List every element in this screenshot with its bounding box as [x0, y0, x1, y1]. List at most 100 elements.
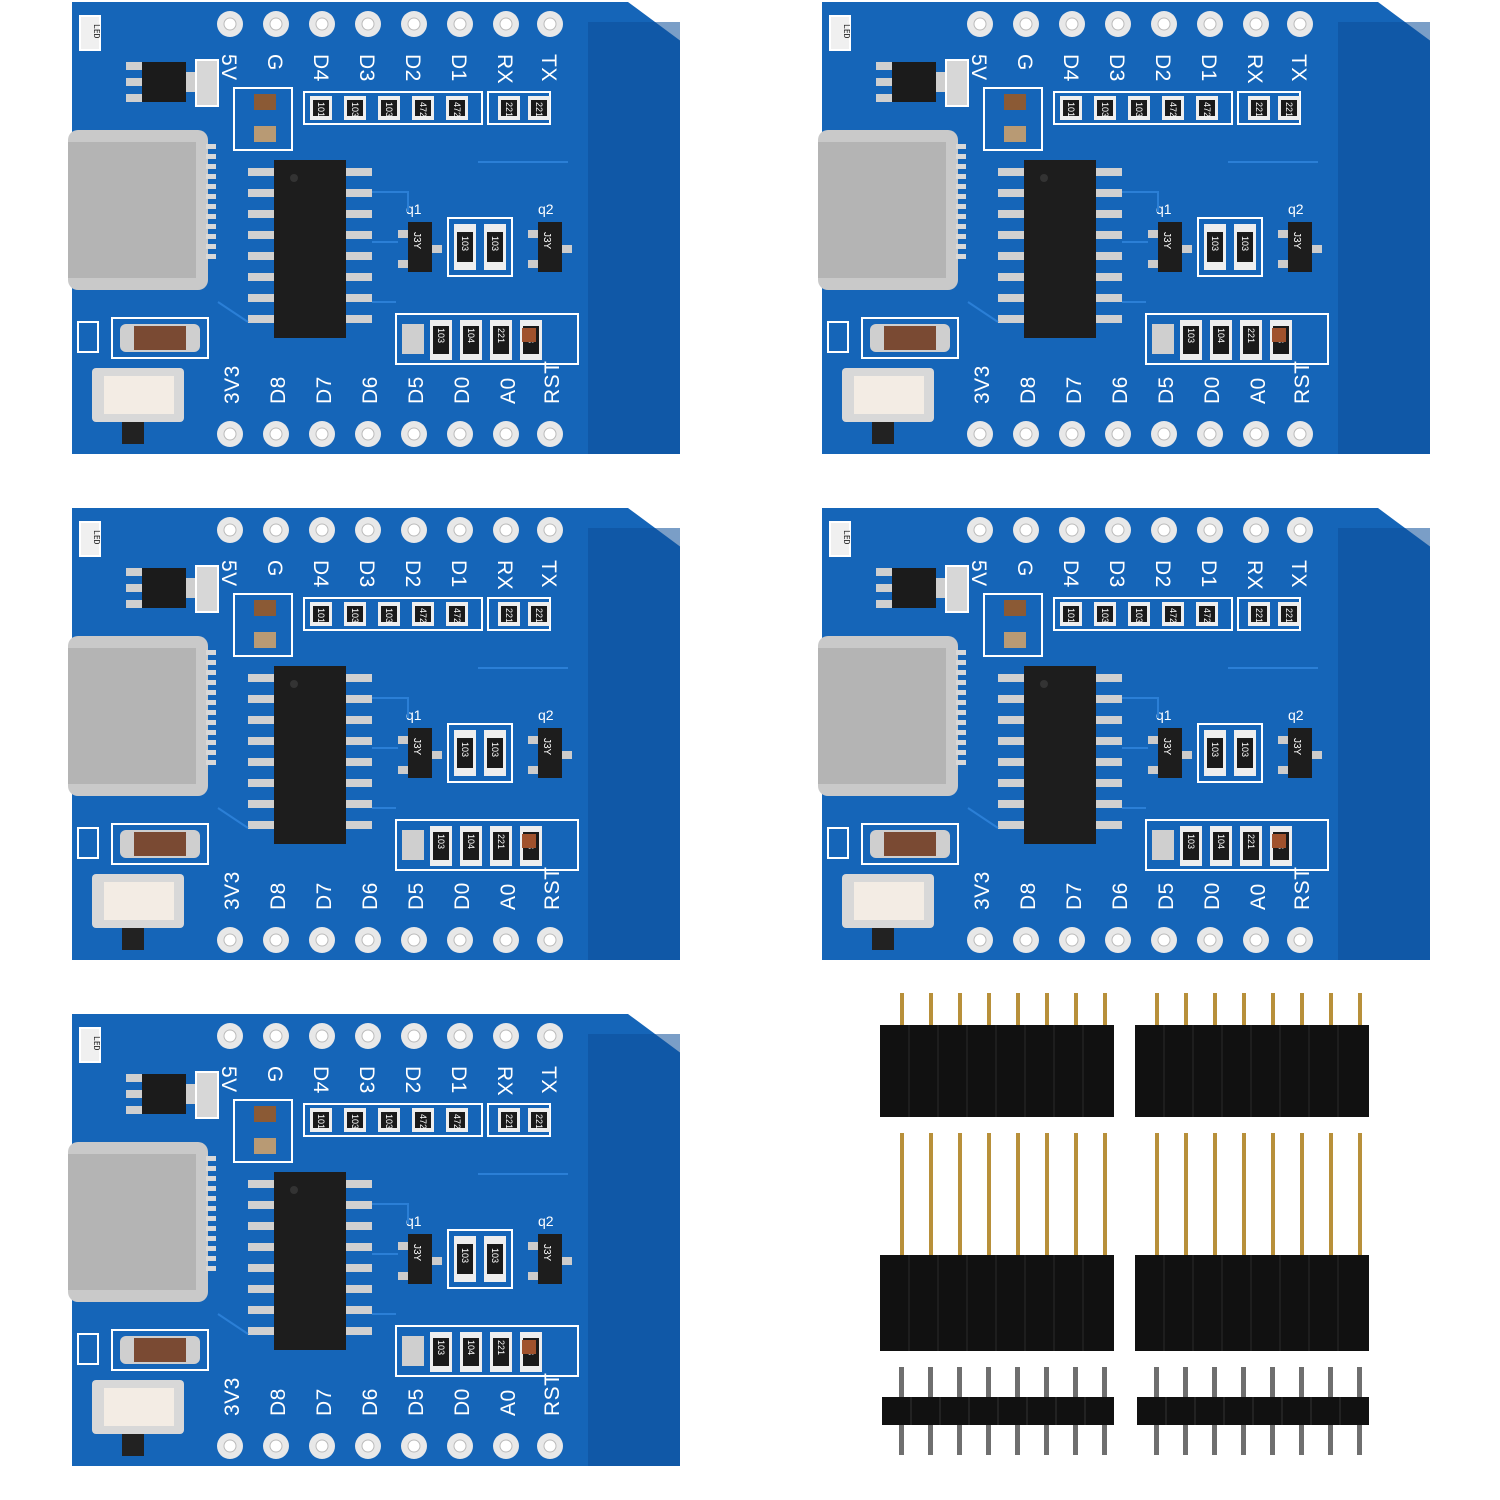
- resistor-body: [463, 832, 479, 860]
- silk-box: [233, 87, 293, 151]
- resistor-body: [433, 832, 449, 860]
- female-header-long: [880, 1255, 1114, 1351]
- pin-label-top: 5V: [217, 54, 240, 81]
- transistor-q2: [1288, 728, 1312, 778]
- silk-box: [447, 723, 513, 783]
- pin-hole-center: [223, 1439, 237, 1453]
- pin-label-top: RX: [493, 1066, 516, 1096]
- led: [79, 1027, 101, 1063]
- pin-label-bottom: A0: [1247, 377, 1270, 404]
- pin-label-top: RX: [1243, 54, 1266, 84]
- transistor-q1: [408, 1234, 432, 1284]
- usb-c-pin: [956, 224, 966, 229]
- pin-label-top: D4: [1059, 560, 1082, 588]
- usb-c-pin: [206, 1186, 216, 1191]
- usb-c-pin: [206, 1196, 216, 1201]
- pin-hole-center: [543, 523, 557, 537]
- pin-label-top: D1: [1197, 54, 1220, 82]
- pin-label-bottom: D6: [359, 882, 382, 910]
- usb-c-pin: [206, 214, 216, 219]
- pin-label-bottom: D6: [1109, 376, 1132, 404]
- pin-hole-center: [223, 1029, 237, 1043]
- regulator-leg: [126, 62, 142, 70]
- silk-box: [111, 317, 209, 359]
- resistor-body: [433, 326, 449, 354]
- silk-box: [111, 823, 209, 865]
- chip-leg-left: [248, 294, 274, 302]
- pin-hole-center: [1249, 523, 1263, 537]
- header-pin: [1329, 993, 1333, 1029]
- header-pin: [958, 993, 962, 1029]
- transistor-leg: [562, 1257, 572, 1265]
- chip-leg-left: [248, 1243, 274, 1251]
- transistor-leg: [528, 1242, 538, 1250]
- resistor-body: [381, 606, 397, 622]
- chip-leg-right: [1096, 716, 1122, 724]
- resistor-body: [463, 1338, 479, 1366]
- pin-hole-center: [407, 1029, 421, 1043]
- chip-leg-right: [346, 737, 372, 745]
- pin-label-bottom: D0: [1201, 376, 1224, 404]
- resistor-mark: 103: [1240, 236, 1250, 251]
- transistor-leg: [1148, 260, 1158, 268]
- resistor-mark: 221: [534, 1114, 544, 1129]
- usb-serial-chip: [1024, 160, 1096, 338]
- chip-leg-left: [248, 800, 274, 808]
- resistor-body: [313, 100, 329, 116]
- pin-label-top: D2: [1151, 560, 1174, 588]
- chip-leg-right: [346, 1264, 372, 1272]
- pin-label-bottom: 3V3: [221, 1377, 244, 1416]
- pin-hole-center: [1111, 17, 1125, 31]
- pin-label-bottom: D5: [1155, 376, 1178, 404]
- capacitor-brown: [1004, 94, 1026, 110]
- silk-box: [233, 593, 293, 657]
- pin-hole-center: [223, 523, 237, 537]
- chip-leg-right: [346, 800, 372, 808]
- pin-label-top: TX: [537, 560, 560, 588]
- usb-c-pin: [206, 1246, 216, 1251]
- pin-hole-center: [1249, 17, 1263, 31]
- pin-hole-center: [315, 1029, 329, 1043]
- resistor-body: [493, 832, 509, 860]
- chip-leg-right: [346, 168, 372, 176]
- usb-c-pin: [206, 650, 216, 655]
- pcb-trace: [967, 161, 1318, 323]
- pin-hole-center: [1293, 17, 1307, 31]
- resistor-mark: 221: [504, 102, 514, 117]
- led-red: [522, 328, 536, 342]
- pin-hole-center: [269, 933, 283, 947]
- chip-leg-left: [248, 716, 274, 724]
- chip-leg-right: [346, 1327, 372, 1335]
- capacitor-tan: [254, 1138, 276, 1154]
- chip-leg-right: [346, 252, 372, 260]
- regulator-leg: [876, 600, 892, 608]
- chip-leg-left: [998, 737, 1024, 745]
- pin-hole-center: [453, 17, 467, 31]
- antenna-area: [588, 22, 680, 454]
- transistor-leg: [398, 230, 408, 238]
- pin-hole-center: [973, 427, 987, 441]
- pin-label-bottom: D7: [313, 376, 336, 404]
- pin-hole-center: [453, 1439, 467, 1453]
- capacitor-tan: [1004, 632, 1026, 648]
- resistor-body: [531, 606, 547, 622]
- pin-hole-center: [361, 933, 375, 947]
- chip-dot: [1040, 174, 1048, 182]
- pin-label-bottom: 3V3: [221, 871, 244, 910]
- resistor-mark: 101: [1066, 608, 1076, 623]
- usb-c-pin: [206, 750, 216, 755]
- pin-hole-center: [453, 523, 467, 537]
- pin-label-bottom: 3V3: [221, 365, 244, 404]
- usb-c-pin: [956, 700, 966, 705]
- capacitor-tan: [254, 632, 276, 648]
- capacitor-brown: [254, 1106, 276, 1122]
- usb-c-pin: [206, 1166, 216, 1171]
- transistor-mark: J3Y: [541, 1244, 552, 1262]
- usb-c-pin: [206, 1156, 216, 1161]
- chip-leg-right: [346, 1180, 372, 1188]
- chip-leg-left: [248, 231, 274, 239]
- regulator-leg: [126, 600, 142, 608]
- resistor-mark: 104: [466, 1340, 476, 1355]
- capacitor: [402, 324, 424, 354]
- chip-leg-left: [248, 1327, 274, 1335]
